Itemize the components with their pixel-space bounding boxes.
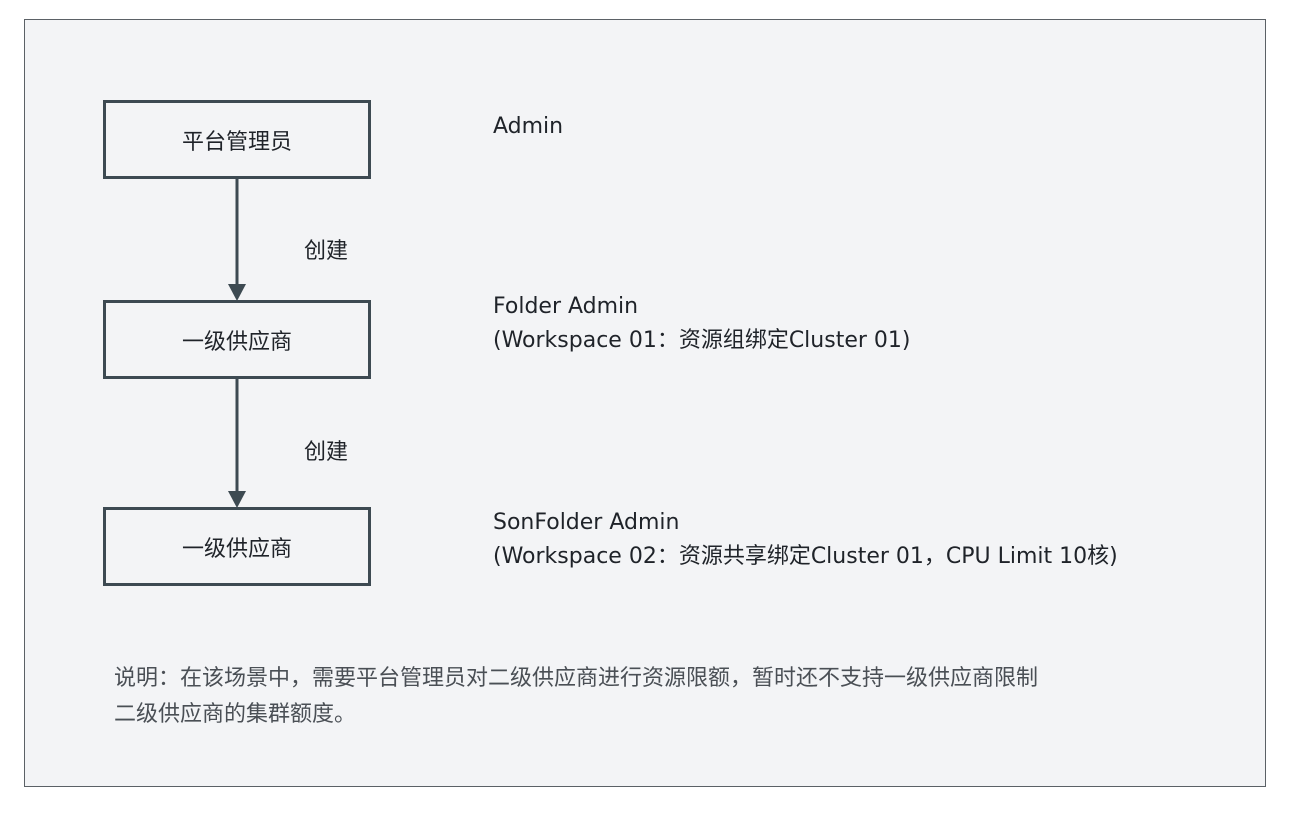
explanation-line-2: 二级供应商的集群额度。	[114, 702, 357, 727]
note-title: Folder Admin	[493, 294, 639, 319]
note-folder-admin: Folder Admin (Workspace 01：资源组绑定Cluster …	[493, 290, 910, 358]
explanation-text: 说明：在该场景中，需要平台管理员对二级供应商进行资源限额，暂时还不支持一级供应商…	[114, 661, 1174, 733]
note-admin: Admin	[493, 110, 563, 144]
note-sonfolder-admin: SonFolder Admin (Workspace 02：资源共享绑定Clus…	[493, 506, 1118, 574]
explanation-line-1: 说明：在该场景中，需要平台管理员对二级供应商进行资源限额，暂时还不支持一级供应商…	[114, 666, 1039, 691]
note-title: SonFolder Admin	[493, 510, 680, 535]
node-label: 一级供应商	[181, 329, 292, 355]
node-platform-admin: 平台管理员	[103, 100, 371, 179]
edge-label-create-1: 创建	[304, 239, 349, 264]
note-detail: (Workspace 02：资源共享绑定Cluster 01，CPU Limit…	[493, 544, 1118, 569]
edge-label-create-2: 创建	[304, 440, 349, 465]
node-label: 一级供应商	[181, 536, 292, 562]
note-title: Admin	[493, 114, 564, 139]
node-first-level-supplier-2: 一级供应商	[103, 507, 371, 586]
note-detail: (Workspace 01：资源组绑定Cluster 01)	[493, 328, 911, 353]
node-label: 平台管理员	[181, 129, 292, 155]
node-first-level-supplier: 一级供应商	[103, 300, 371, 379]
